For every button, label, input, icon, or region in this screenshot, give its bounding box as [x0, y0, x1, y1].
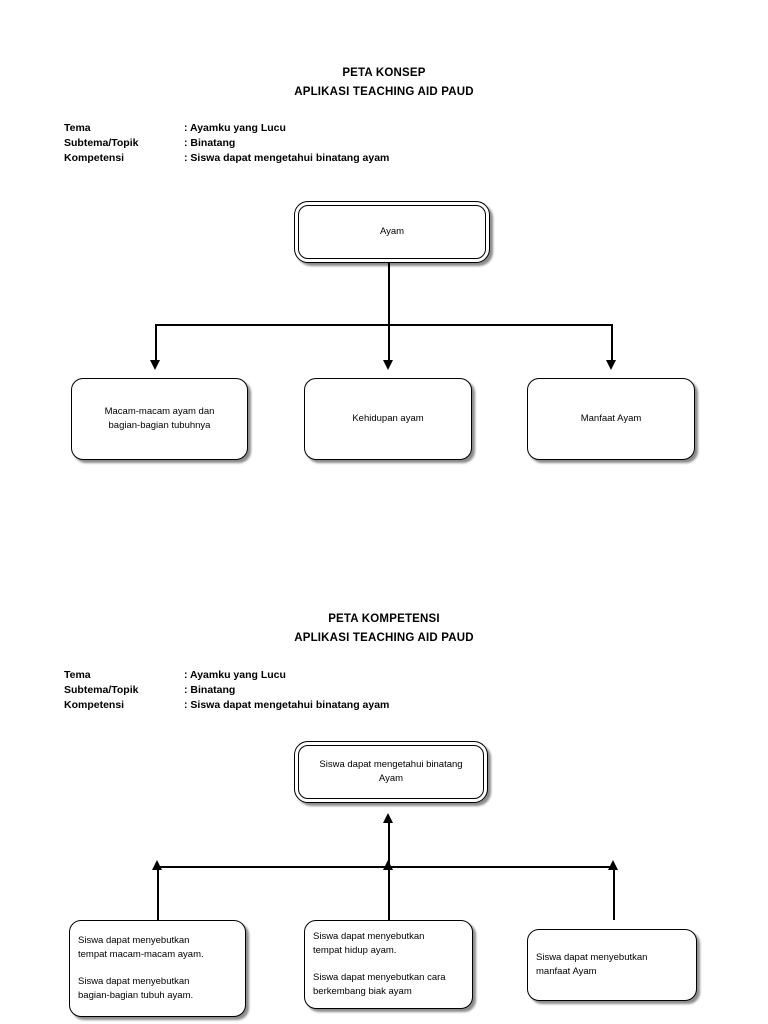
meta2-value-subtema: : Binatang: [184, 684, 236, 696]
concept-child-node-1-label: Macam-macam ayam dan bagian-bagian tubuh…: [105, 405, 215, 433]
competency-child-node-2[interactable]: Siswa dapat menyebutkan tempat hidup aya…: [304, 920, 473, 1009]
competency-child-node-2-label: Siswa dapat menyebutkan tempat hidup aya…: [313, 930, 464, 999]
concept-drop-line-1: [155, 324, 157, 360]
competency-child-node-3-p1l2: manfaat Ayam: [536, 966, 597, 977]
meta2-row-kompetensi: Kompetensi : Siswa dapat mengetahui bina…: [64, 698, 389, 713]
competency-child-node-2-p2l2: berkembang biak ayam: [313, 986, 412, 997]
competency-map-meta: Tema : Ayamku yang Lucu Subtema/Topik : …: [64, 668, 389, 713]
competency-root-node[interactable]: Siswa dapat mengetahui binatang Ayam: [294, 741, 488, 803]
meta2-row-tema: Tema : Ayamku yang Lucu: [64, 668, 389, 683]
competency-riser-line-1: [157, 866, 159, 920]
competency-child-node-1-p2l1: Siswa dapat menyebutkan: [78, 976, 190, 987]
concept-child-node-3[interactable]: Manfaat Ayam: [527, 378, 695, 460]
competency-map-title-line1: PETA KOMPETENSI: [328, 613, 440, 625]
concept-arrow-2-icon: [383, 360, 393, 370]
competency-child-node-2-p1l1: Siswa dapat menyebutkan: [313, 931, 425, 942]
concept-bus-line: [155, 324, 612, 326]
concept-child-node-1[interactable]: Macam-macam ayam dan bagian-bagian tubuh…: [71, 378, 248, 460]
competency-child-node-1-p1l1: Siswa dapat menyebutkan: [78, 935, 190, 946]
concept-drop-line-2: [388, 324, 390, 360]
competency-riser-line-3: [613, 866, 615, 920]
concept-arrow-3-icon: [606, 360, 616, 370]
meta-label-subtema: Subtema/Topik: [64, 137, 139, 149]
meta-value-tema: : Ayamku yang Lucu: [184, 122, 286, 134]
meta-label-kompetensi: Kompetensi: [64, 152, 125, 164]
competency-child-node-1-para2: Siswa dapat menyebutkan bagian-bagian tu…: [78, 975, 237, 1003]
meta2-label-kompetensi: Kompetensi: [64, 699, 125, 711]
concept-arrow-1-icon: [150, 360, 160, 370]
concept-child-node-1-line1: Macam-macam ayam dan: [104, 406, 215, 417]
competency-child-node-1-p1l2: tempat macam-macam ayam.: [78, 949, 204, 960]
meta2-value-kompetensi: : Siswa dapat mengetahui binatang ayam: [184, 699, 390, 711]
competency-child-node-3[interactable]: Siswa dapat menyebutkan manfaat Ayam: [527, 929, 697, 1001]
competency-map-title-line2: APLIKASI TEACHING AID PAUD: [294, 632, 474, 644]
concept-trunk-line: [388, 263, 390, 325]
competency-arrow-3-icon: [608, 860, 618, 870]
concept-map-meta: Tema : Ayamku yang Lucu Subtema/Topik : …: [64, 121, 389, 166]
competency-root-node-line2: Ayam: [378, 773, 404, 784]
meta-value-kompetensi: : Siswa dapat mengetahui binatang ayam: [184, 152, 390, 164]
meta2-row-subtema: Subtema/Topik : Binatang: [64, 683, 389, 698]
competency-child-node-1-label: Siswa dapat menyebutkan tempat macam-mac…: [78, 934, 237, 1003]
competency-child-node-2-para2: Siswa dapat menyebutkan cara berkembang …: [313, 971, 464, 999]
competency-child-node-1[interactable]: Siswa dapat menyebutkan tempat macam-mac…: [69, 920, 246, 1017]
concept-child-node-2[interactable]: Kehidupan ayam: [304, 378, 472, 460]
concept-map-title-line2: APLIKASI TEACHING AID PAUD: [294, 86, 474, 98]
competency-root-node-label: Siswa dapat mengetahui binatang Ayam: [319, 758, 462, 786]
concept-child-node-2-label: Kehidupan ayam: [352, 413, 424, 424]
competency-child-node-2-p2l1: Siswa dapat menyebutkan cara: [313, 972, 446, 983]
concept-drop-line-3: [611, 324, 613, 360]
competency-root-node-line1: Siswa dapat mengetahui binatang: [319, 759, 463, 770]
meta-row-tema: Tema : Ayamku yang Lucu: [64, 121, 389, 136]
concept-map-title: PETA KONSEP APLIKASI TEACHING AID PAUD: [0, 64, 768, 102]
competency-child-node-1-para1: Siswa dapat menyebutkan tempat macam-mac…: [78, 934, 237, 962]
meta2-value-tema: : Ayamku yang Lucu: [184, 669, 286, 681]
competency-child-node-2-para1: Siswa dapat menyebutkan tempat hidup aya…: [313, 930, 464, 958]
competency-child-node-1-p2l2: bagian-bagian tubuh ayam.: [78, 990, 194, 1001]
concept-child-node-3-label: Manfaat Ayam: [580, 413, 642, 424]
competency-arrow-root-icon: [383, 813, 393, 823]
concept-root-node-label: Ayam: [379, 226, 405, 237]
meta2-label-tema: Tema: [64, 669, 91, 681]
competency-child-node-3-label: Siswa dapat menyebutkan manfaat Ayam: [536, 951, 688, 979]
meta-row-subtema: Subtema/Topik : Binatang: [64, 136, 389, 151]
competency-riser-line-2: [388, 866, 390, 920]
competency-arrow-1-icon: [152, 860, 162, 870]
meta2-label-subtema: Subtema/Topik: [64, 684, 139, 696]
meta-value-subtema: : Binatang: [184, 137, 236, 149]
competency-child-node-3-p1l1: Siswa dapat menyebutkan: [536, 952, 648, 963]
concept-map-title-line1: PETA KONSEP: [342, 67, 426, 79]
competency-map-title: PETA KOMPETENSI APLIKASI TEACHING AID PA…: [0, 610, 768, 648]
competency-child-node-3-para1: Siswa dapat menyebutkan manfaat Ayam: [536, 951, 688, 979]
meta-label-tema: Tema: [64, 122, 91, 134]
competency-child-node-2-p1l2: tempat hidup ayam.: [313, 945, 397, 956]
competency-arrow-2-icon: [383, 860, 393, 870]
concept-root-node[interactable]: Ayam: [294, 201, 490, 263]
concept-child-node-1-line2: bagian-bagian tubuhnya: [108, 420, 211, 431]
competency-trunk-line: [388, 823, 390, 867]
meta-row-kompetensi: Kompetensi : Siswa dapat mengetahui bina…: [64, 151, 389, 166]
